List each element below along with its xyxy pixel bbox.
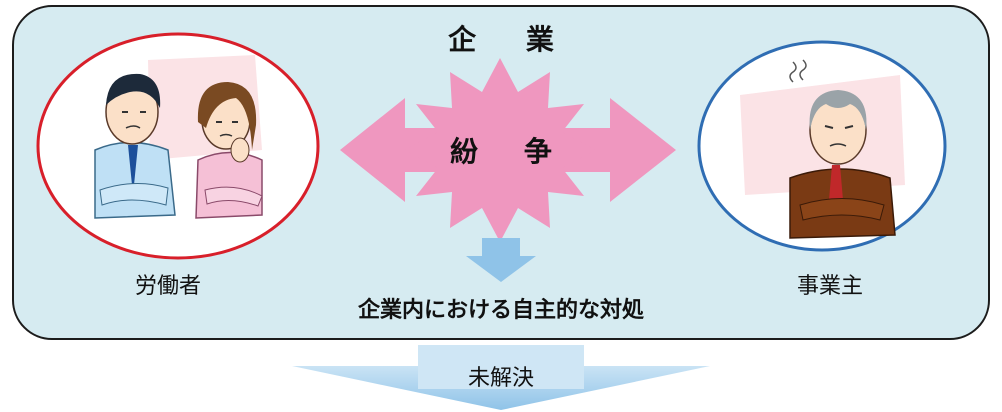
- conflict-label: 紛 争: [450, 135, 570, 168]
- worried-workers-illustration: [94, 73, 263, 219]
- unresolved-label: 未解決: [467, 366, 534, 391]
- internal-handling-caption: 企業内における自主的な対処: [357, 298, 644, 323]
- employer-label: 事業主: [796, 274, 863, 299]
- frowning-employer-illustration: [789, 59, 896, 239]
- burst-shape: [404, 58, 596, 242]
- company-title: 企 業: [448, 23, 574, 56]
- unresolved-box: [418, 345, 584, 389]
- down-arrow-small: [466, 238, 536, 282]
- worker-label: 労働者: [134, 274, 201, 299]
